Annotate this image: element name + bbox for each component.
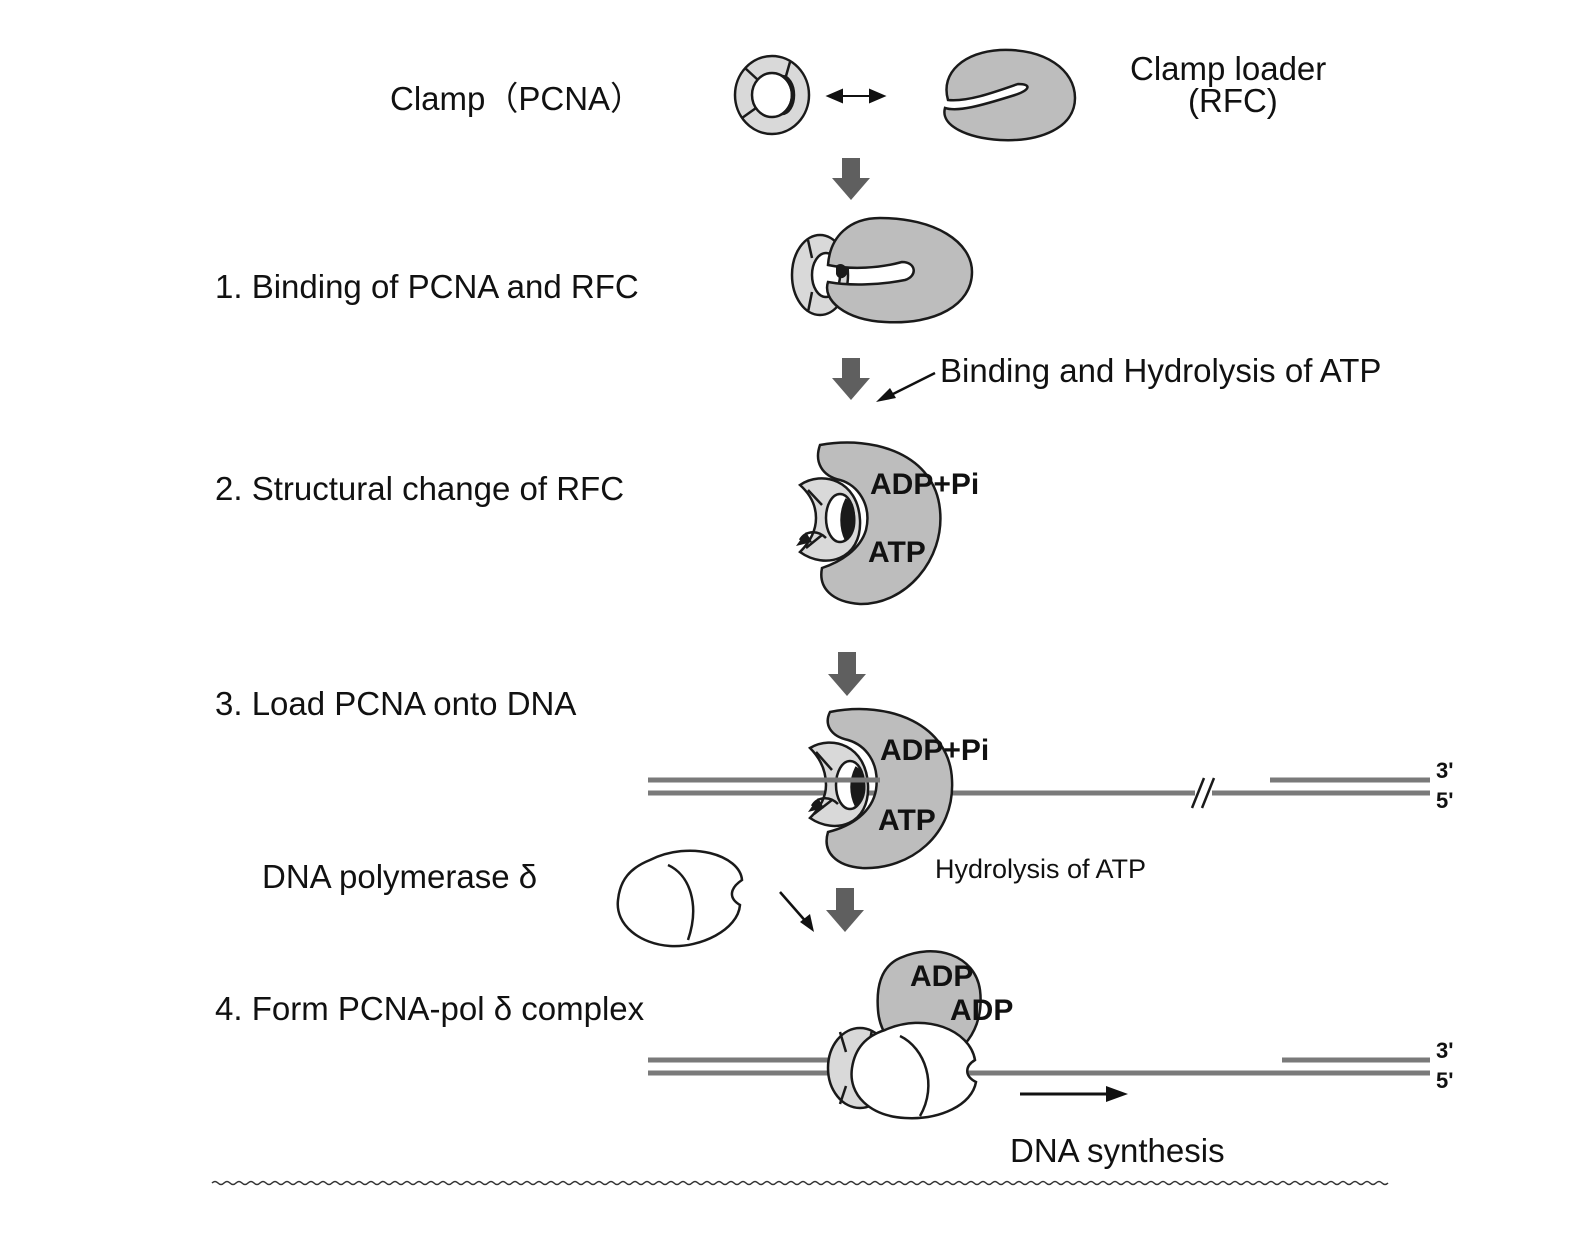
hydrolysis-label: Hydrolysis of ATP <box>935 854 1146 884</box>
dna-polymerase-delta <box>616 849 744 948</box>
step4-adp-label-2: ADP <box>950 994 1013 1027</box>
step2-adp-pi-label: ADP+Pi <box>870 468 979 501</box>
step3-5prime-end: 5' <box>1436 788 1453 813</box>
dna-synthesis-label: DNA synthesis <box>1010 1132 1225 1169</box>
pol-delta-pointer-arrow <box>779 891 814 932</box>
atp-binding-label: Binding and Hydrolysis of ATP <box>940 352 1381 389</box>
step3-3prime-end: 3' <box>1436 758 1453 783</box>
down-arrow-2 <box>832 358 870 400</box>
rfc-structural-change <box>796 441 942 606</box>
dna-break-mark <box>1190 777 1216 809</box>
step4-label: 4. Form PCNA-pol δ complex <box>215 990 645 1027</box>
down-arrow-1 <box>832 158 870 200</box>
step3-adp-pi-label: ADP+Pi <box>880 734 989 767</box>
step3-atp-label: ATP <box>878 804 936 837</box>
rfc-loading-pcna <box>807 707 954 870</box>
dna-duplex-step4 <box>648 1057 1430 1076</box>
pcna-pol-delta-complex <box>826 949 982 1120</box>
pol-delta-label: DNA polymerase δ <box>262 858 537 895</box>
down-arrow-3 <box>828 652 866 696</box>
double-arrow <box>825 88 887 104</box>
step4-5prime-end: 5' <box>1436 1068 1453 1093</box>
clamp-loader-label-line2: (RFC) <box>1188 82 1278 119</box>
rfc-clamp-loader-free <box>943 48 1077 142</box>
step2-label: 2. Structural change of RFC <box>215 470 624 507</box>
step2-atp-label: ATP <box>868 536 926 569</box>
bottom-divider <box>211 1180 1389 1186</box>
down-arrow-4 <box>826 888 864 932</box>
step4-3prime-end: 3' <box>1436 1038 1453 1063</box>
pcna-rfc-complex <box>790 216 974 324</box>
step3-label: 3. Load PCNA onto DNA <box>215 685 576 722</box>
pcna-clamp-free <box>733 54 811 136</box>
atp-pointer-arrow <box>876 371 936 402</box>
dna-duplex-step3 <box>648 777 1430 796</box>
step4-adp-label-1: ADP <box>910 960 973 993</box>
clamp-label: Clamp（PCNA） <box>390 80 643 117</box>
clamp-loader-label-line1: Clamp loader <box>1130 50 1326 87</box>
step1-label: 1. Binding of PCNA and RFC <box>215 268 639 305</box>
synthesis-direction-arrow <box>1020 1086 1128 1102</box>
